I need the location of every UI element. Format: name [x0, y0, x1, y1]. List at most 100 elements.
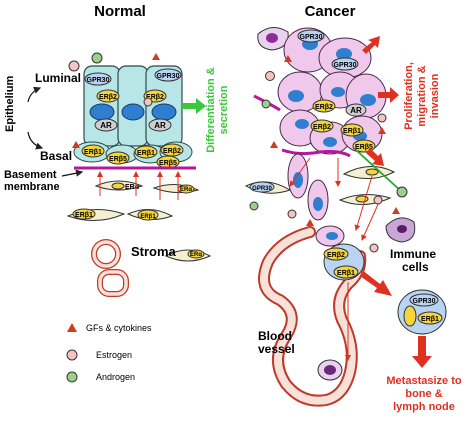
estrogen-dot [373, 195, 383, 205]
luminal-cell-center [117, 65, 149, 147]
legend-estrogen-label: Estrogen [96, 350, 132, 360]
estrogen-dot [265, 71, 275, 81]
stroma-label: Stroma [131, 244, 177, 259]
erb1-receptor-cancer: ERβ1 [340, 123, 364, 137]
erb2-receptor-basal-right: ERβ2 [160, 143, 184, 157]
gpr30-receptor-cancer-right: GPR30 [331, 57, 359, 71]
metastatic-cancer-cell: GPR30 ERβ1 [397, 289, 447, 335]
stroma-cell-cancer-2 [342, 166, 396, 179]
svg-text:ERβ2: ERβ2 [146, 94, 164, 101]
differentiation-arrow [182, 98, 206, 114]
svg-text:ERβ2: ERβ2 [327, 252, 345, 259]
estrogen-dot [143, 97, 153, 107]
erb1-receptor-basal-left: ERβ1 [81, 144, 105, 158]
cancer-outcome-line-1: Proliferation, [403, 62, 415, 130]
immune-cell-right [385, 217, 416, 243]
svg-text:GPR30: GPR30 [157, 73, 180, 80]
svg-text:GPR30: GPR30 [87, 77, 110, 84]
immune-interaction-line [355, 149, 403, 193]
estrogen-dot [369, 243, 379, 253]
gf-triangle [306, 219, 314, 226]
proliferation-arrow-up [362, 36, 380, 54]
cancer-outcome-line-2: migration & [416, 65, 428, 126]
svg-text:ERβ1: ERβ1 [84, 149, 102, 156]
estrogen-dot [287, 209, 297, 219]
vessel-label-1: Blood [258, 329, 292, 343]
capillary-ring-1 [91, 239, 121, 269]
svg-text:ERα: ERα [180, 187, 192, 193]
estrogen-dot [68, 60, 80, 72]
svg-text:ERβ2: ERβ2 [313, 124, 331, 131]
luminal-pointer [27, 86, 42, 103]
legend-estrogen-dot [66, 349, 78, 361]
svg-text:ERβ1: ERβ1 [137, 150, 155, 157]
migrating-cancer-cell-1 [287, 153, 309, 199]
luminal-label: Luminal [35, 71, 81, 85]
gf-triangle [72, 141, 80, 148]
erb2-receptor-normal-left: ERβ2 [96, 89, 120, 103]
gpr30-receptor-cancer-top: GPR30 [297, 29, 325, 43]
normal-outcome-line-1: Differentiation & [205, 67, 217, 153]
stroma-fibroblast-5: ERα [164, 249, 212, 262]
proliferation-arrow-down [366, 148, 384, 166]
svg-text:ERβ1: ERβ1 [140, 214, 156, 220]
estrogen-dot [377, 113, 387, 123]
erb5-receptor-basal-left: ERβ5 [106, 151, 130, 165]
svg-text:GPR30: GPR30 [413, 298, 436, 305]
svg-text:ERβ5: ERβ5 [109, 156, 127, 163]
erb2-receptor-cancer-1: ERβ2 [312, 99, 336, 113]
panel-title-normal: Normal [94, 3, 146, 20]
ar-receptor-normal-right: AR [148, 118, 172, 132]
metastasis-label-3: lymph node [393, 401, 455, 413]
svg-text:ERβ1: ERβ1 [75, 212, 93, 219]
basement-pointer [61, 169, 84, 177]
panel-title-cancer: Cancer [305, 3, 356, 20]
basement-label-2: membrane [4, 181, 60, 193]
intravasating-cancer-cell: ERβ2 ERβ1 [323, 243, 365, 281]
normal-signal-arrows [97, 171, 181, 200]
erb5-receptor-basal-right: ERβ5 [156, 155, 180, 169]
svg-text:ERβ1: ERβ1 [421, 316, 439, 323]
svg-text:ERβ2: ERβ2 [163, 148, 181, 155]
androgen-dot [261, 99, 271, 109]
gf-triangle [392, 207, 400, 214]
basal-pointer [27, 131, 44, 150]
svg-text:AR: AR [100, 121, 112, 130]
gpr30-receptor-normal-left: GPR30 [84, 72, 112, 86]
stroma-fibroblast-1: ERα [94, 180, 144, 191]
capillary-ring-2 [97, 269, 129, 297]
svg-text:AR: AR [154, 121, 166, 130]
stroma-fibroblast-2: ERα [152, 184, 200, 194]
metastasis-arrow-2 [412, 336, 432, 368]
svg-text:AR: AR [350, 106, 362, 115]
svg-text:ERβ5: ERβ5 [355, 144, 373, 151]
legend-gf-label: GFs & cytokines [86, 323, 152, 333]
svg-text:ERβ1: ERβ1 [343, 128, 361, 135]
basal-label: Basal [40, 149, 72, 163]
epithelium-label: Epithelium [4, 76, 16, 132]
svg-text:GPR30: GPR30 [300, 34, 323, 41]
migrating-cancer-cell-2 [307, 179, 329, 221]
gf-triangle [270, 141, 278, 148]
erb2-receptor-cancer-2: ERβ2 [310, 119, 334, 133]
stroma-fibroblast-4: ERβ1 [126, 209, 174, 221]
androgen-dot [396, 186, 408, 198]
metastasis-label-2: bone & [405, 388, 442, 400]
svg-text:ERα: ERα [190, 252, 202, 258]
svg-text:GPR30: GPR30 [334, 62, 357, 69]
legend-androgen-dot [66, 371, 78, 383]
androgen-dot [249, 201, 259, 211]
svg-text:ERβ5: ERβ5 [159, 160, 177, 167]
immune-label-1: Immune [390, 247, 436, 261]
gf-triangle [152, 53, 160, 60]
svg-text:ERα: ERα [125, 184, 140, 191]
cancer-outcome-line-3: invasion [429, 73, 441, 118]
gpr30-receptor-normal-right: GPR30 [154, 68, 182, 82]
gf-triangle [378, 127, 386, 134]
metastasis-label-1: Metastasize to [386, 375, 461, 387]
proliferation-arrow-right [378, 87, 399, 103]
metastasis-arrow-1 [360, 270, 392, 296]
stroma-fibroblast-3: ERβ1 [66, 208, 126, 221]
gf-triangle [284, 55, 292, 62]
